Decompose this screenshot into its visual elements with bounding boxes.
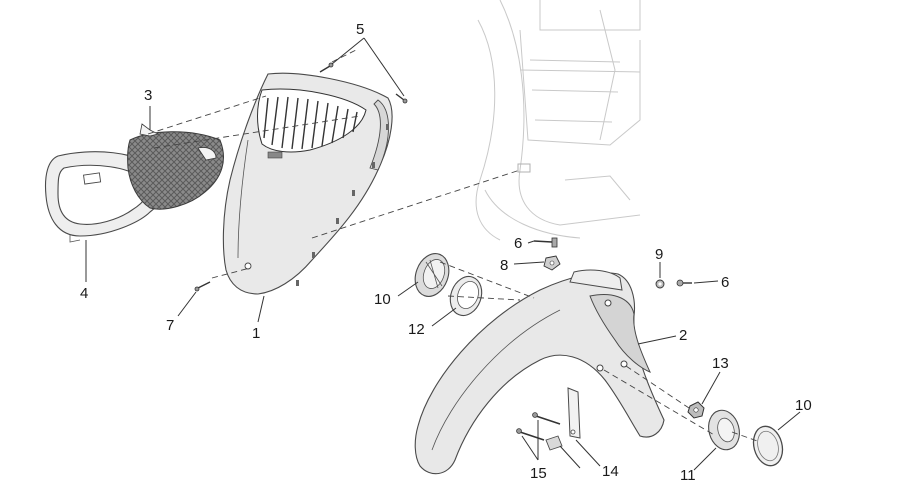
part-mudguard-2	[414, 269, 665, 475]
part-ring-12	[449, 275, 483, 317]
assembly-lines-left	[147, 49, 521, 279]
screw-6b	[676, 279, 692, 287]
label-5: 5	[356, 21, 364, 38]
nut-13	[687, 401, 705, 419]
label-6b: 6	[721, 274, 729, 291]
label-9: 9	[655, 246, 663, 263]
part-reflector-10b	[752, 425, 784, 467]
label-14: 14	[602, 463, 619, 480]
screw-5b	[395, 93, 408, 104]
label-10b: 10	[795, 397, 812, 414]
assembly-lines-rear	[603, 365, 761, 443]
label-4: 4	[80, 285, 88, 302]
screws-15	[516, 412, 561, 441]
frame-outline-ghost	[475, 0, 641, 241]
washer-9	[655, 279, 665, 289]
part-holder-11	[708, 409, 740, 451]
screw-7	[194, 281, 211, 292]
nut-8	[543, 255, 561, 271]
part-labels: 5 3 4 7 1 6 8 9 6 10 12 2 13 10 11 14 15	[80, 21, 812, 484]
label-7: 7	[166, 317, 174, 334]
label-3: 3	[144, 87, 152, 104]
label-11: 11	[680, 467, 696, 484]
label-2: 2	[679, 327, 687, 344]
assembly-lines-reflector	[439, 261, 535, 301]
screw-6a	[533, 237, 558, 248]
label-12: 12	[408, 321, 425, 338]
leader-lines	[85, 37, 801, 471]
label-13: 13	[712, 355, 729, 372]
screw-5a	[319, 62, 334, 73]
label-6a: 6	[514, 235, 522, 252]
label-10a: 10	[374, 291, 391, 308]
label-8: 8	[500, 257, 508, 274]
part-mesh-grille-3	[127, 123, 224, 210]
part-reflector-10a	[414, 253, 450, 297]
part-front-shield-1	[222, 72, 393, 295]
label-15: 15	[530, 465, 547, 482]
bracket-14	[545, 387, 581, 451]
label-1: 1	[252, 325, 260, 342]
